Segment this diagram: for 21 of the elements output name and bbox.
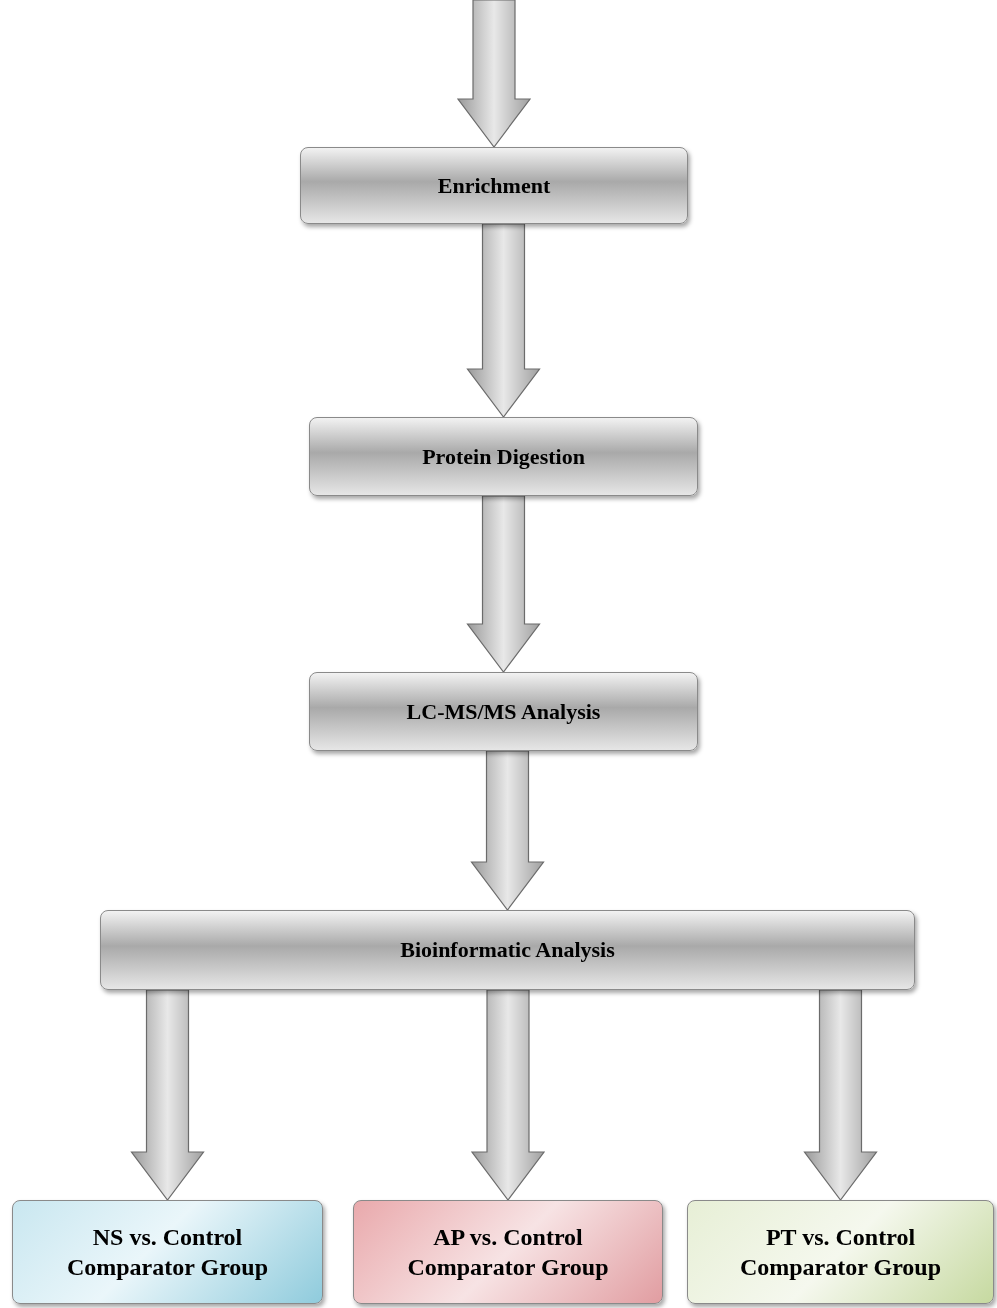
block-arrow xyxy=(470,750,545,911)
block-arrow xyxy=(466,223,541,418)
box-label: AP vs. Control Comparator Group xyxy=(406,1223,610,1282)
box-label: PT vs. Control Comparator Group xyxy=(738,1223,943,1282)
process-box xyxy=(12,1200,323,1304)
block-arrow xyxy=(456,0,532,148)
box-label: Protein Digestion xyxy=(422,442,585,471)
box-label: LC-MS/MS Analysis xyxy=(406,697,601,726)
box-label: Bioinformatic Analysis xyxy=(400,936,615,964)
process-box xyxy=(309,417,698,496)
box-label: NS vs. Control Comparator Group xyxy=(65,1223,270,1282)
block-arrow xyxy=(130,989,205,1201)
process-box xyxy=(687,1200,994,1304)
block-arrow xyxy=(470,989,546,1201)
process-box xyxy=(309,672,698,751)
process-box xyxy=(353,1200,663,1304)
process-box xyxy=(300,147,688,224)
block-arrow xyxy=(466,495,541,673)
block-arrow xyxy=(803,989,878,1201)
process-box xyxy=(100,910,915,990)
box-label: Enrichment xyxy=(437,171,551,200)
